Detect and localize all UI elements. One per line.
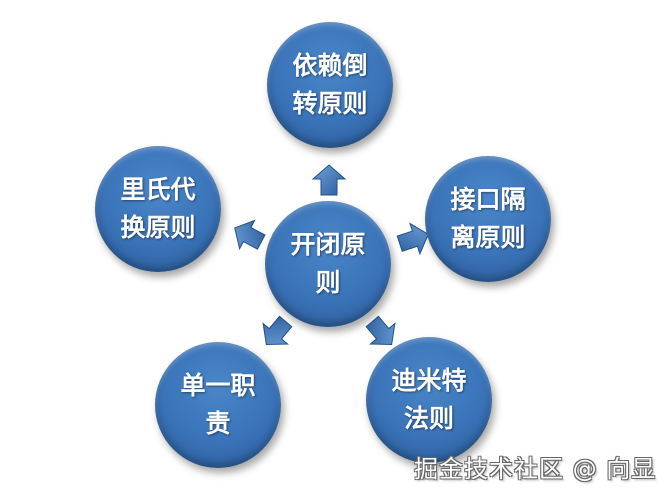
node-single-responsibility: 单一职 责 — [155, 342, 281, 468]
center-label-line2: 则 — [315, 268, 341, 297]
node-label-line2: 离原则 — [450, 223, 526, 252]
node-label-line1: 依赖倒 — [292, 51, 368, 80]
node-label-line1: 接口隔 — [450, 185, 526, 214]
arrow-upleft-icon — [234, 219, 266, 251]
node-label-line1: 里氏代 — [120, 175, 196, 204]
node-open-closed-center: 开闭原 则 — [265, 201, 391, 327]
node-label-line1: 迪米特 — [391, 366, 467, 395]
node-interface-segregation: 接口隔 离原则 — [425, 156, 551, 282]
arrow-downleft-icon — [262, 315, 293, 345]
node-label-line1: 单一职 — [180, 371, 256, 400]
arrow-up-icon — [311, 164, 347, 196]
node-liskov-substitution: 里氏代 换原则 — [95, 146, 221, 272]
arrow-downright-icon — [365, 315, 396, 345]
arrow-right-icon — [396, 222, 429, 256]
watermark: 掘金技术社区 @ 向显 — [414, 455, 657, 483]
node-law-of-demeter: 迪米特 法则 — [366, 337, 492, 463]
center-label-line1: 开闭原 — [290, 230, 366, 259]
node-label-line2: 责 — [205, 409, 231, 438]
node-label-line2: 转原则 — [292, 89, 368, 118]
node-dependency-inversion: 依赖倒 转原则 — [267, 22, 393, 148]
node-label-line2: 法则 — [403, 404, 454, 433]
node-label-line2: 换原则 — [120, 213, 196, 242]
